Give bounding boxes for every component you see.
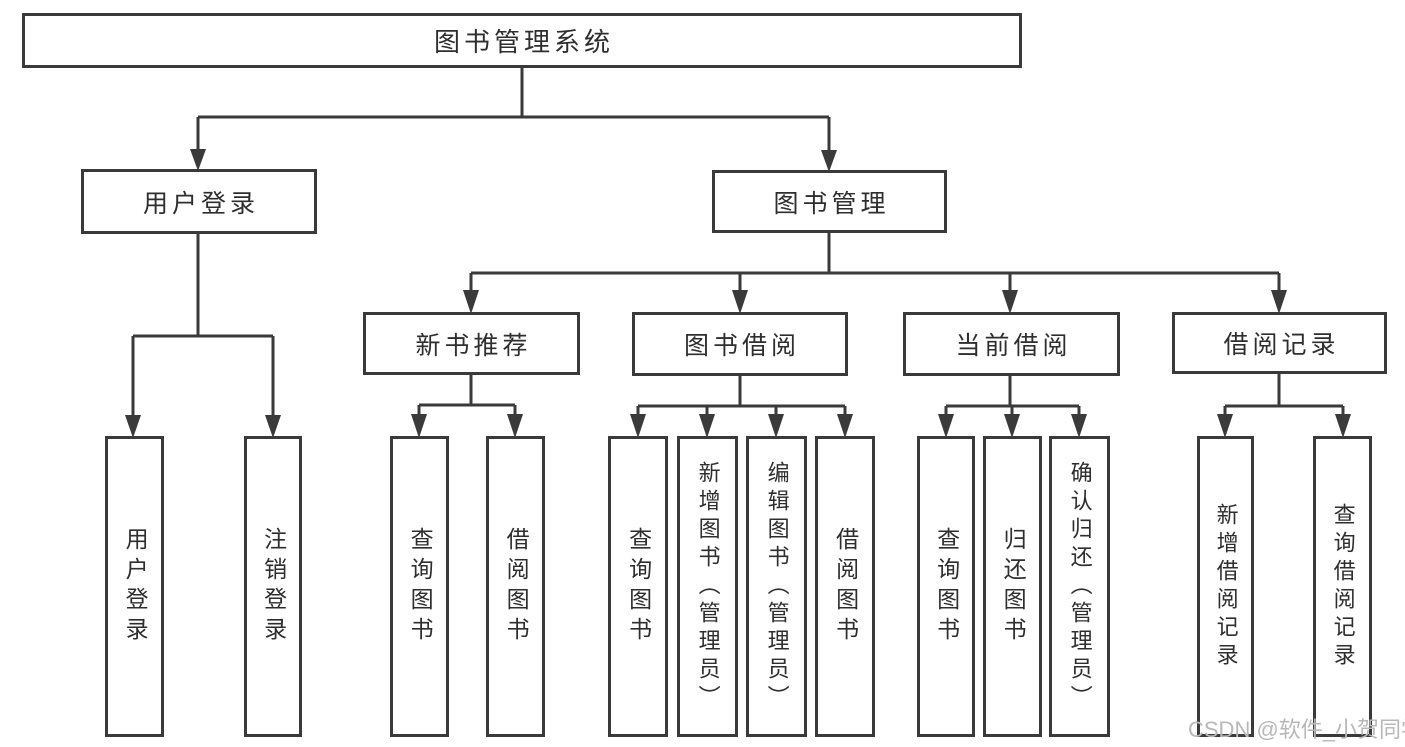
leaf-query-borrow-record: 查询借阅记录 [1313,436,1372,737]
leaf-query-book-1: 查询图书 [390,436,449,737]
arrow-down-icon [1335,414,1351,438]
arrow-down-icon [1004,414,1020,438]
arrow-down-icon [265,415,281,438]
node-root: 图书管理系统 [22,13,1022,68]
leaf-user-login-label: 用户登录 [122,526,149,647]
leaf-add-book-admin: 新增图书（管理员） [677,436,738,737]
node-book-borrow: 图书借阅 [632,312,848,376]
leaf-query-book-2-label: 查询图书 [625,526,652,647]
node-book-borrow-label: 图书借阅 [683,332,800,360]
arrow-down-icon [190,149,206,171]
leaf-query-book-3: 查询图书 [917,436,975,737]
arrow-down-icon [1002,290,1018,314]
arrow-down-icon [732,290,748,314]
leaf-borrow-book-1-label: 借阅图书 [503,526,530,647]
leaf-query-borrow-record-label: 查询借阅记录 [1330,502,1356,671]
arrow-down-icon [507,414,523,438]
connector-book-mgmt-branch [463,233,1287,314]
leaf-confirm-return-admin-label: 确认归还（管理员） [1067,460,1093,713]
connector-user-login-branch [125,234,281,438]
arrow-down-icon [837,414,853,438]
node-current-borrow-label: 当前借阅 [955,332,1072,360]
csdn-watermark: CSDN @软件_小贺同学 [1188,717,1405,742]
arrow-down-icon [768,414,784,438]
arrow-down-icon [1071,414,1087,438]
leaf-return-book-label: 归还图书 [1000,526,1027,647]
leaf-borrow-book-2: 借阅图书 [815,436,875,737]
connector-new-book-branch [411,375,523,438]
connector-current-borrow-branch [938,376,1087,438]
leaf-query-book-3-label: 查询图书 [933,526,960,647]
leaf-return-book: 归还图书 [983,436,1042,737]
arrow-down-icon [1217,414,1233,438]
leaf-user-login: 用户登录 [105,436,164,737]
arrow-down-icon [463,290,479,314]
arrow-down-icon [699,414,715,438]
node-current-borrow: 当前借阅 [903,312,1120,376]
arrow-down-icon [411,414,427,438]
connector-root-branch [190,68,837,172]
node-borrow-records-label: 借阅记录 [1223,331,1340,359]
node-new-book-recommend-label: 新书推荐 [415,331,532,360]
arrow-down-icon [630,414,646,438]
node-new-book-recommend: 新书推荐 [363,312,580,375]
arrow-down-icon [821,150,837,172]
leaf-add-borrow-record: 新增借阅记录 [1197,436,1254,737]
leaf-borrow-book-2-label: 借阅图书 [832,526,859,647]
connector-book-borrow-branch [630,376,853,438]
arrow-down-icon [125,415,141,438]
arrow-down-icon [938,414,954,438]
node-user-login-label: 用户登录 [142,189,259,218]
leaf-add-borrow-record-label: 新增借阅记录 [1213,502,1239,671]
node-book-management: 图书管理 [712,170,947,233]
node-book-management-label: 图书管理 [773,189,890,218]
node-root-label: 图书管理系统 [433,27,614,57]
node-user-login: 用户登录 [81,169,317,234]
leaf-add-book-admin-label: 新增图书（管理员） [695,460,721,713]
leaf-logout: 注销登录 [244,436,302,737]
leaf-logout-label: 注销登录 [260,526,287,647]
leaf-edit-book-admin-label: 编辑图书（管理员） [764,460,790,713]
connector-borrow-records-branch [1217,374,1351,438]
leaf-borrow-book-1: 借阅图书 [486,436,545,737]
leaf-edit-book-admin: 编辑图书（管理员） [746,436,807,737]
node-borrow-records: 借阅记录 [1172,312,1387,374]
arrow-down-icon [1271,290,1287,314]
leaf-query-book-1-label: 查询图书 [407,526,434,647]
leaf-query-book-2: 查询图书 [608,436,668,737]
leaf-confirm-return-admin: 确认归还（管理员） [1049,436,1110,737]
